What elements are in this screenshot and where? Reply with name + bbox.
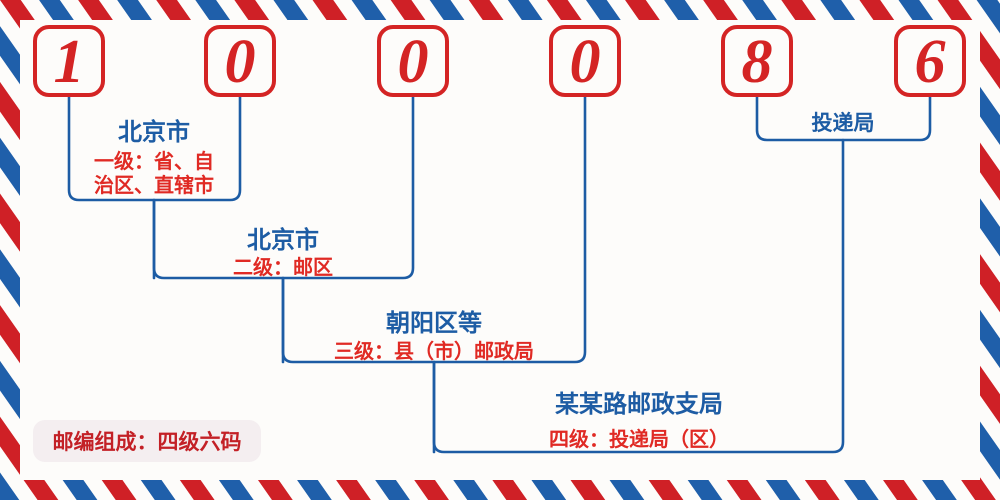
postcode-composition-badge: 邮编组成：四级六码 bbox=[33, 420, 261, 462]
bracket-level-4 bbox=[432, 138, 845, 454]
digit-box-5[interactable] bbox=[721, 25, 793, 97]
level-4-subtitle-line-1: 四级：投递局（区） bbox=[549, 427, 729, 451]
digit-value-2: 0 bbox=[225, 28, 256, 96]
digit-box-1[interactable] bbox=[33, 25, 105, 97]
digit-box-4[interactable] bbox=[549, 25, 621, 97]
level-2-subtitle-line-1: 二级：邮区 bbox=[233, 255, 333, 279]
badge-background bbox=[33, 420, 261, 462]
digit-box-3[interactable] bbox=[377, 25, 449, 97]
level-4-title: 某某路邮政支局 bbox=[555, 390, 723, 418]
bracket-delivery-office bbox=[755, 94, 932, 142]
delivery-office-label: 投递局 bbox=[812, 111, 875, 135]
level-2-title: 北京市 bbox=[247, 226, 319, 254]
digit-value-1: 1 bbox=[54, 28, 85, 96]
level-3-title: 朝阳区等 bbox=[386, 309, 482, 337]
badge-label: 邮编组成：四级六码 bbox=[53, 430, 242, 454]
digit-box-6[interactable] bbox=[894, 25, 966, 97]
level-1-subtitle-line-1: 一级：省、自 bbox=[94, 149, 214, 173]
level-1-title: 北京市 bbox=[118, 118, 190, 146]
digit-box-2[interactable] bbox=[204, 25, 276, 97]
digit-value-4: 0 bbox=[570, 28, 601, 96]
digit-value-5: 8 bbox=[742, 28, 773, 96]
level-3-subtitle-line-1: 三级：县（市）邮政局 bbox=[334, 339, 534, 363]
digit-value-3: 0 bbox=[398, 28, 429, 96]
digit-value-6: 6 bbox=[915, 28, 946, 96]
level-1-subtitle-line-2: 治区、直辖市 bbox=[94, 173, 214, 197]
